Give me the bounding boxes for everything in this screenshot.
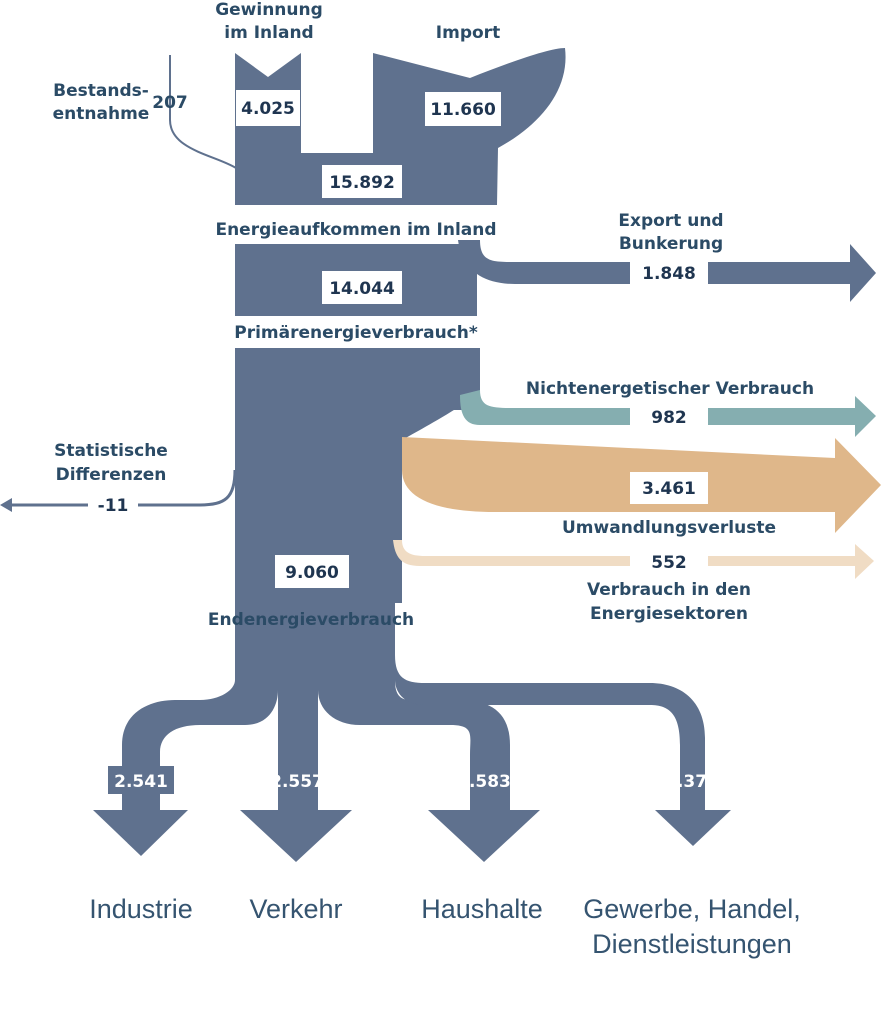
arrow-verkehr: [240, 810, 352, 862]
primary-value-box: [322, 271, 402, 304]
statistics-line: [8, 469, 237, 507]
export-label-line-2: Bunkerung: [619, 234, 723, 254]
energy-sector-value-box: [630, 548, 708, 576]
arrow-industrie: [93, 810, 188, 856]
domestic-value: 4.025: [241, 99, 295, 119]
import-label: Import: [436, 23, 500, 43]
final-value: 9.060: [285, 563, 339, 583]
final-flow: [235, 603, 395, 641]
sector-name-industrie: Industrie: [89, 894, 193, 924]
energy-sector-label-line-2: Energiesektoren: [590, 604, 748, 624]
sector-value-haushalte: 2.583: [457, 772, 511, 792]
sector-name-gewerbe-line-1: Gewerbe, Handel,: [583, 894, 801, 924]
statistics-arrowhead: [0, 498, 12, 512]
non-energy-value-box: [630, 402, 708, 432]
sector-value-gewerbe: 1.379: [665, 772, 719, 792]
sector-value-verkehr: 2.557: [270, 772, 324, 792]
stock-line: [169, 55, 237, 169]
branch-gewerbe: [395, 655, 705, 810]
sector-value-box-industrie: [108, 766, 174, 794]
supply-value-box: [322, 165, 402, 198]
import-value: 11.660: [430, 100, 496, 120]
supply-label: Energieaufkommen im Inland: [215, 220, 496, 240]
sector-name-verkehr: Verkehr: [249, 894, 342, 924]
arrow-haushalte: [428, 810, 540, 862]
main-trunk: [235, 348, 480, 410]
sector-value-industrie: 2.541: [114, 772, 168, 792]
branch-verkehr: [278, 638, 318, 810]
sector-name-haushalte: Haushalte: [421, 894, 543, 924]
final-label: Endenergieverbrauch: [208, 610, 414, 630]
final-branches: [122, 638, 278, 810]
statistics-label-line-1: Statistische: [54, 441, 168, 461]
export-value-box: [630, 258, 708, 288]
conversion-value: 3.461: [642, 479, 696, 499]
supply-flow: [235, 48, 566, 205]
primary-value: 14.044: [329, 279, 395, 299]
import-value-box: [425, 92, 501, 126]
trunk-corner: [402, 390, 480, 440]
export-label-line-1: Export und: [618, 211, 723, 231]
stock-label-line-2: entnahme: [53, 104, 150, 124]
conversion-value-box: [630, 472, 708, 504]
non-energy-value: 982: [651, 408, 687, 428]
stock-label-line-1: Bestands-: [53, 81, 149, 101]
energy-sector-value: 552: [651, 553, 687, 573]
domestic-value-box: [236, 90, 300, 126]
domestic-label-line-2: im Inland: [224, 23, 313, 43]
non-energy-label: Nichtenergetischer Verbrauch: [526, 379, 814, 399]
energy-sector-label-line-1: Verbrauch in den: [587, 580, 751, 600]
supply-value: 15.892: [329, 173, 395, 193]
primary-label: Primärenergieverbrauch*: [234, 323, 478, 343]
sector-name-gewerbe-line-2: Dienstleistungen: [592, 929, 792, 959]
branch-haushalte: [318, 638, 510, 810]
statistics-value: -11: [98, 496, 129, 516]
statistics-value-box: [88, 492, 138, 518]
statistics-label-line-2: Differenzen: [56, 465, 167, 485]
arrow-gewerbe: [655, 810, 731, 846]
stock-value: 207: [152, 93, 188, 113]
conversion-label: Umwandlungsverluste: [562, 518, 776, 538]
domestic-label-line-1: Gewinnung: [215, 0, 323, 20]
final-value-box: [275, 555, 349, 588]
export-value: 1.848: [642, 264, 696, 284]
